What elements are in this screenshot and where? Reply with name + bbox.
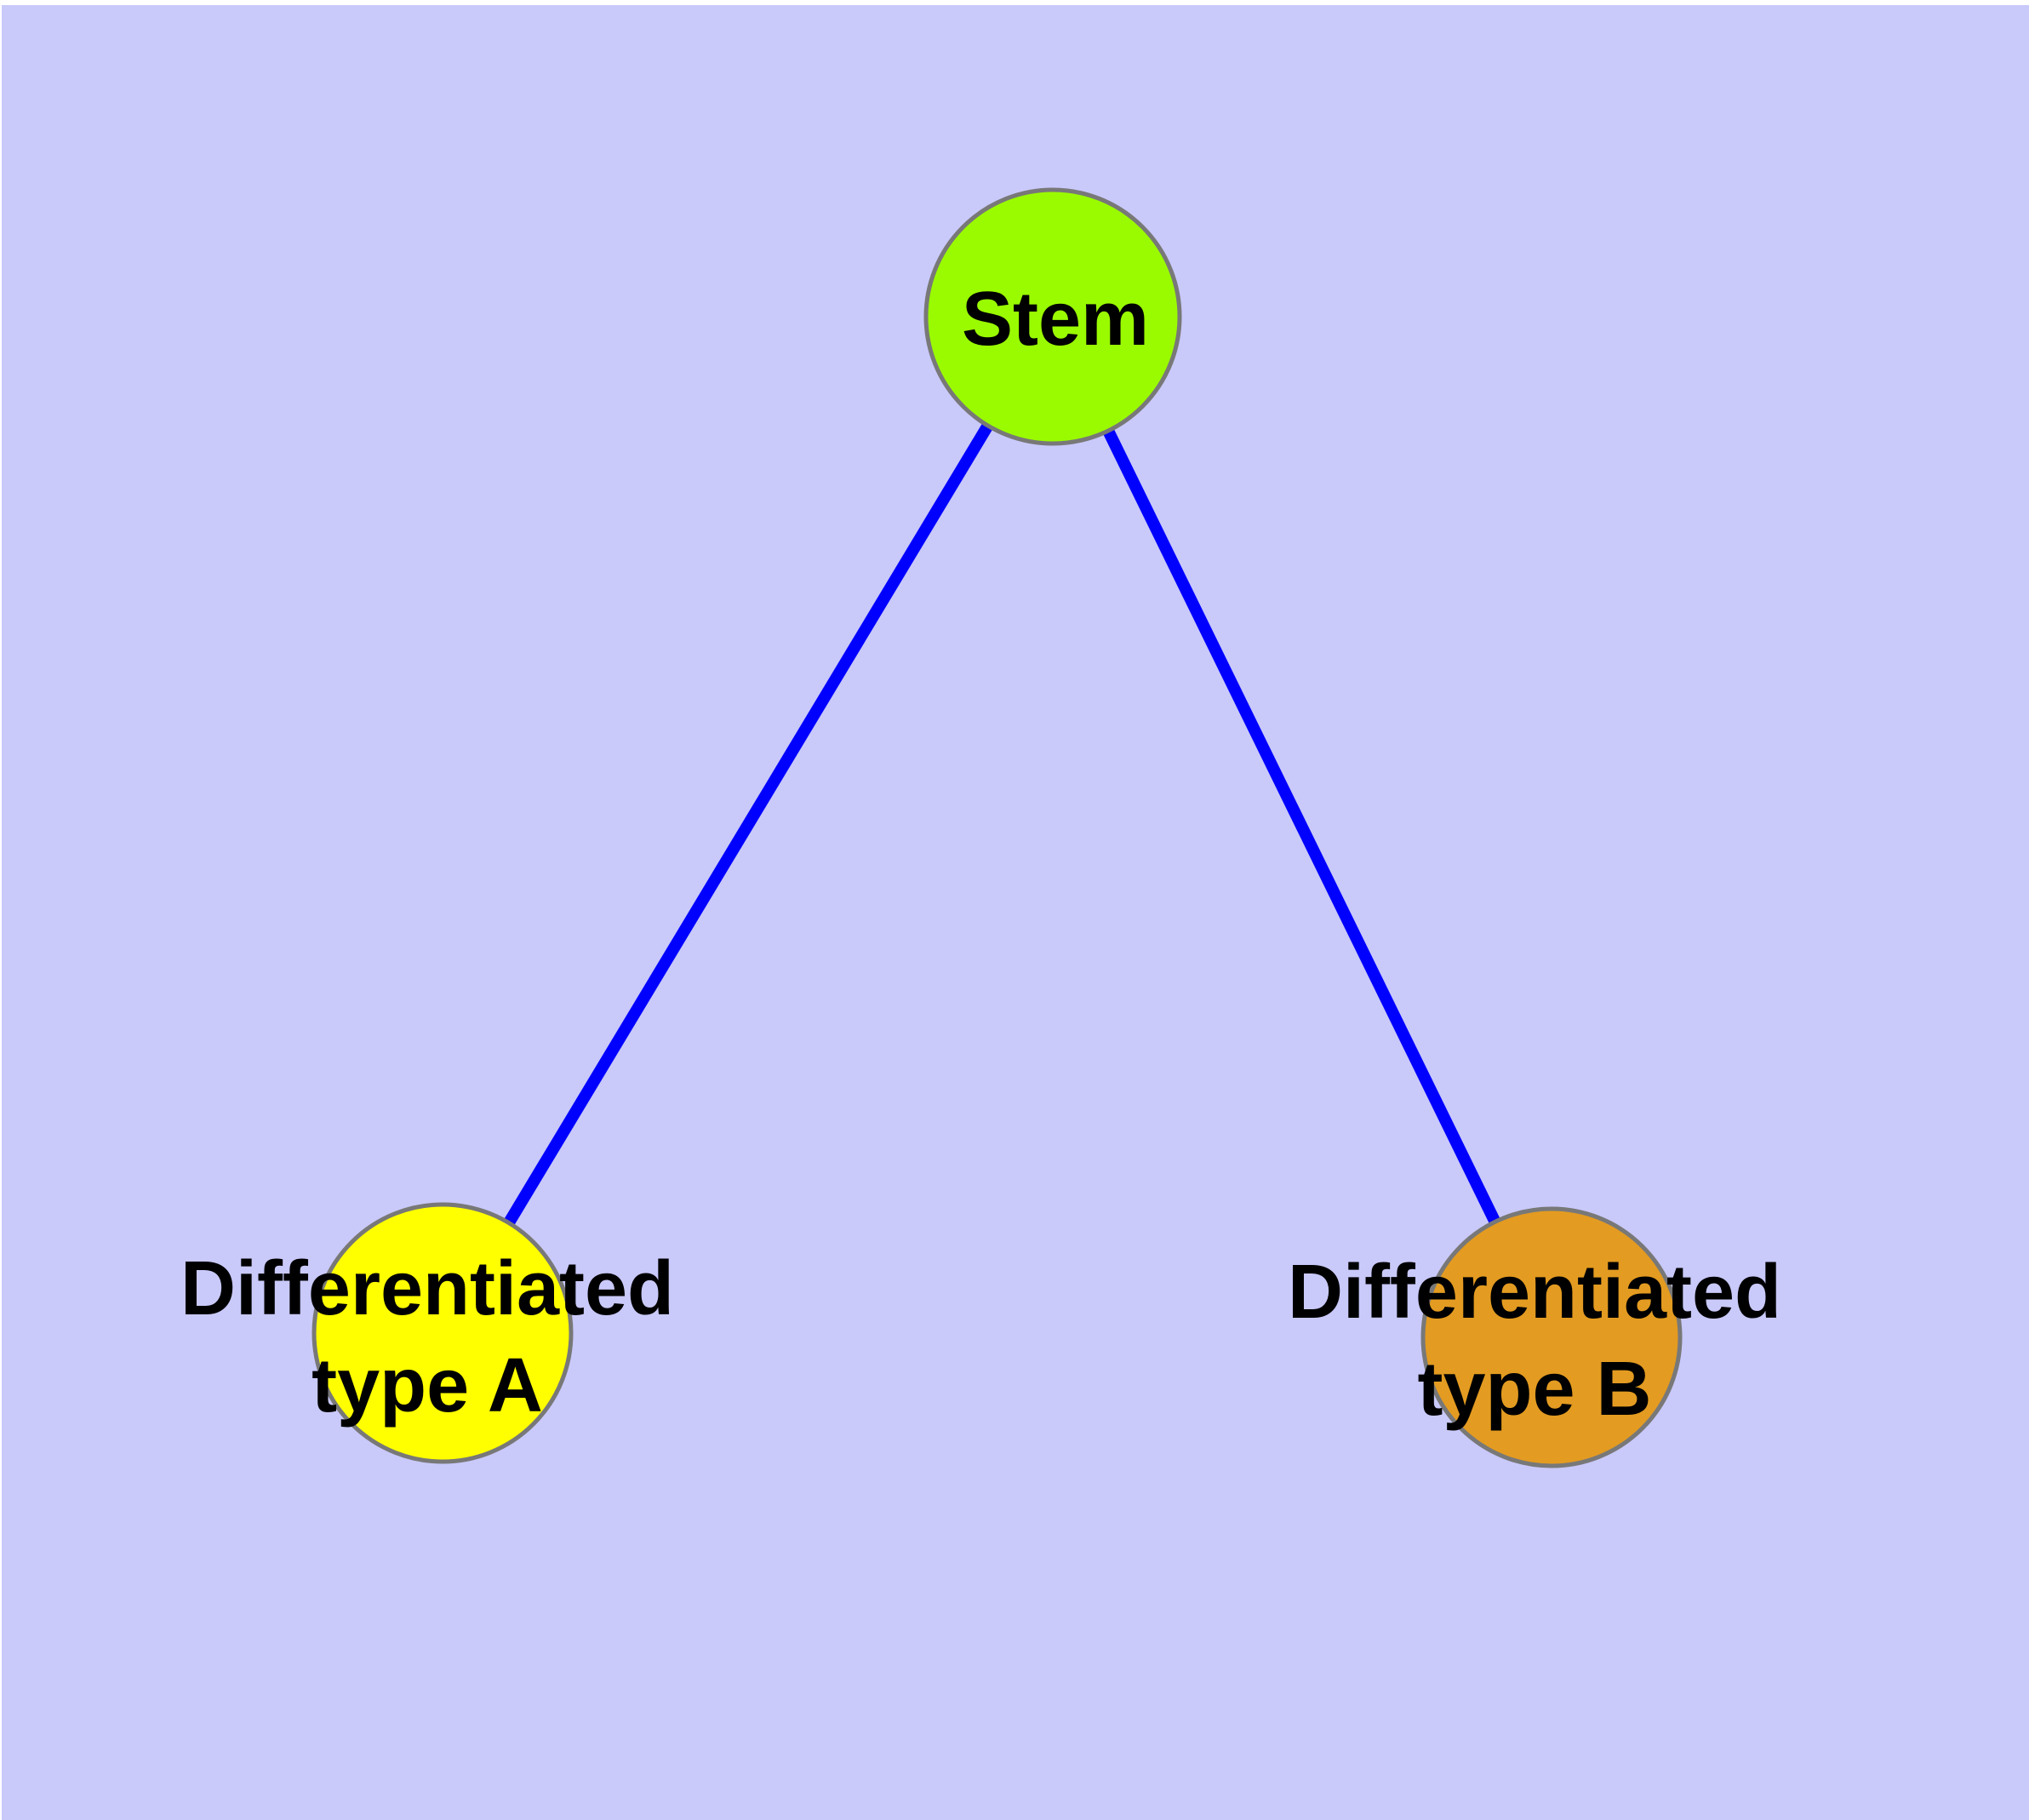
node-type-a-label-line1: Differentiated	[180, 1246, 674, 1331]
node-stem-circle	[923, 187, 1182, 446]
node-type-b-label-line1: Differentiated	[1288, 1250, 1781, 1335]
node-type-a-label-line2: type A	[311, 1343, 543, 1428]
node-type-b-circle	[1420, 1206, 1683, 1468]
node-type-b-label-line2: type B	[1417, 1347, 1651, 1432]
edge-stem-to-type-a	[437, 314, 1058, 1336]
node-stem-label: Stem	[962, 277, 1149, 362]
node-type-a-circle	[311, 1202, 574, 1464]
edge-stem-to-type-b	[1047, 314, 1557, 1341]
